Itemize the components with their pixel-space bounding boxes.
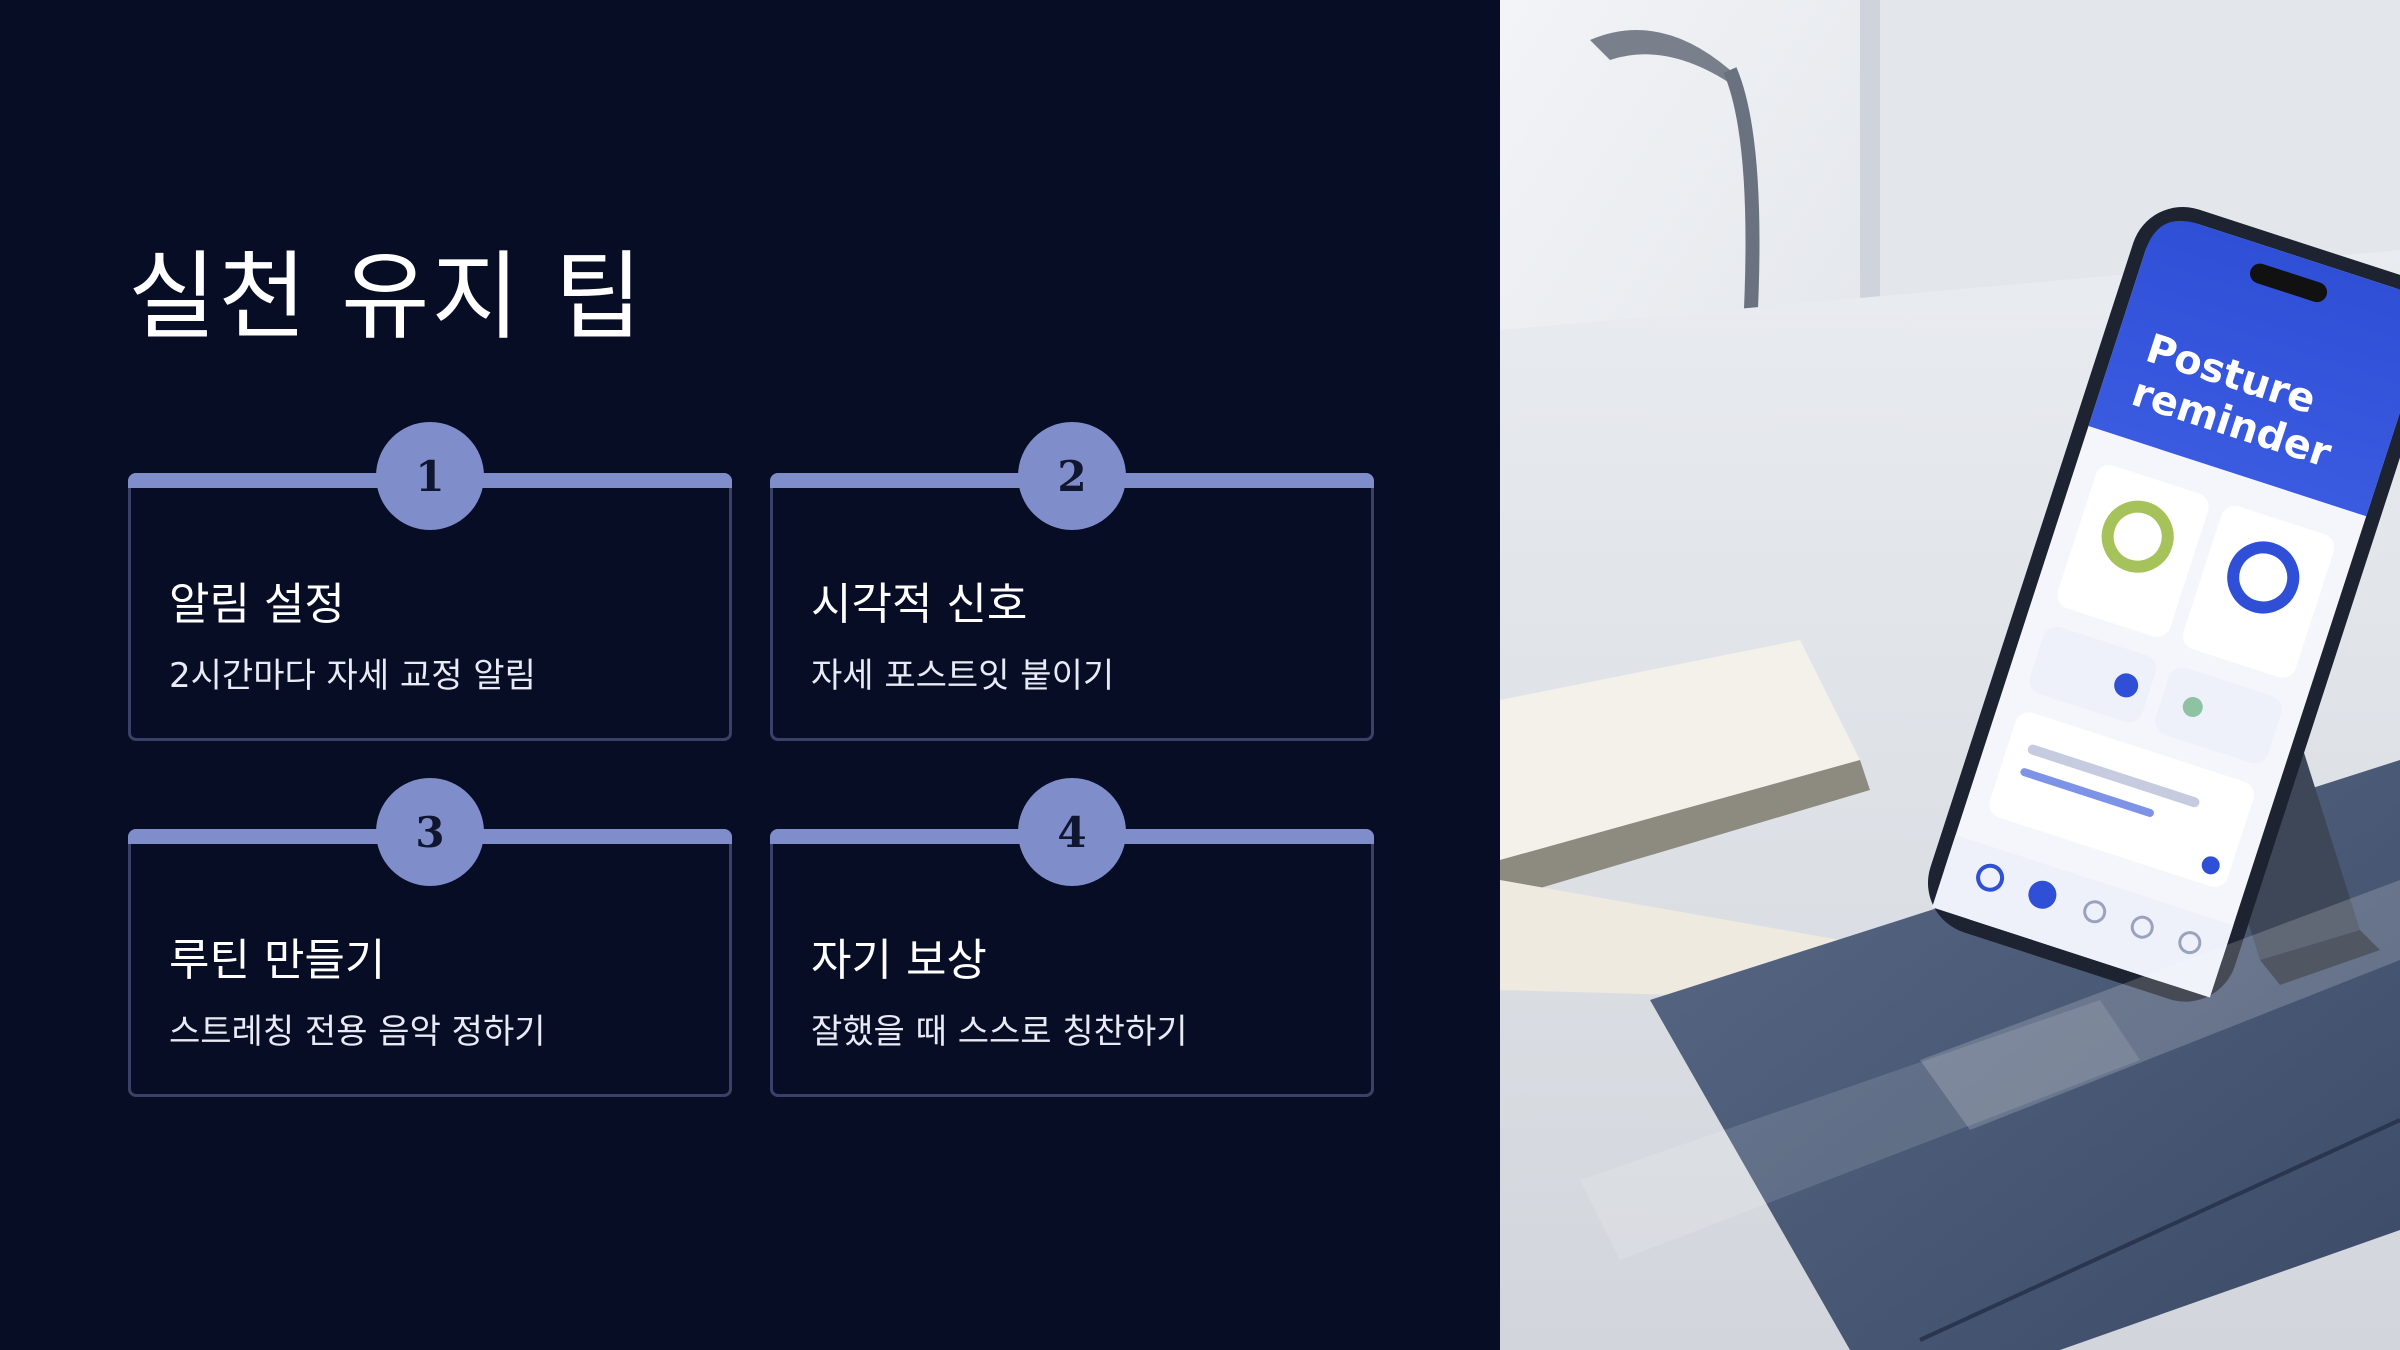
badge-number: 1 (415, 451, 445, 501)
tip-card-2: 2 시각적 신호 자세 포스트잇 붙이기 (770, 422, 1374, 741)
number-badge: 4 (1018, 778, 1126, 886)
number-badge: 2 (1018, 422, 1126, 530)
photo-illustration: Posture reminder (1500, 0, 2400, 1350)
tip-card-1: 1 알림 설정 2시간마다 자세 교정 알림 (128, 422, 732, 741)
card-title: 알림 설정 (169, 579, 345, 630)
tip-card-3: 3 루틴 만들기 스트레칭 전용 음악 정하기 (128, 778, 732, 1097)
card-title: 루틴 만들기 (169, 935, 386, 986)
card-description: 스트레칭 전용 음악 정하기 (169, 1012, 546, 1052)
card-description: 잘했을 때 스스로 칭찬하기 (811, 1012, 1188, 1052)
card-description: 자세 포스트잇 붙이기 (811, 656, 1115, 696)
content-panel: 실천 유지 팁 1 알림 설정 2시간마다 자세 교정 알림 2 시각적 신호 … (128, 241, 1374, 1097)
badge-number: 2 (1057, 451, 1087, 501)
tip-card-4: 4 자기 보상 잘했을 때 스스로 칭찬하기 (770, 778, 1374, 1097)
card-title: 자기 보상 (811, 935, 987, 986)
phone-on-desk-photo: Posture reminder (1500, 0, 2400, 1350)
badge-number: 4 (1057, 807, 1087, 857)
number-badge: 1 (376, 422, 484, 530)
badge-number: 3 (415, 807, 445, 857)
slide-title: 실천 유지 팁 (128, 241, 645, 353)
card-description: 2시간마다 자세 교정 알림 (169, 656, 536, 696)
number-badge: 3 (376, 778, 484, 886)
card-title: 시각적 신호 (811, 579, 1028, 630)
